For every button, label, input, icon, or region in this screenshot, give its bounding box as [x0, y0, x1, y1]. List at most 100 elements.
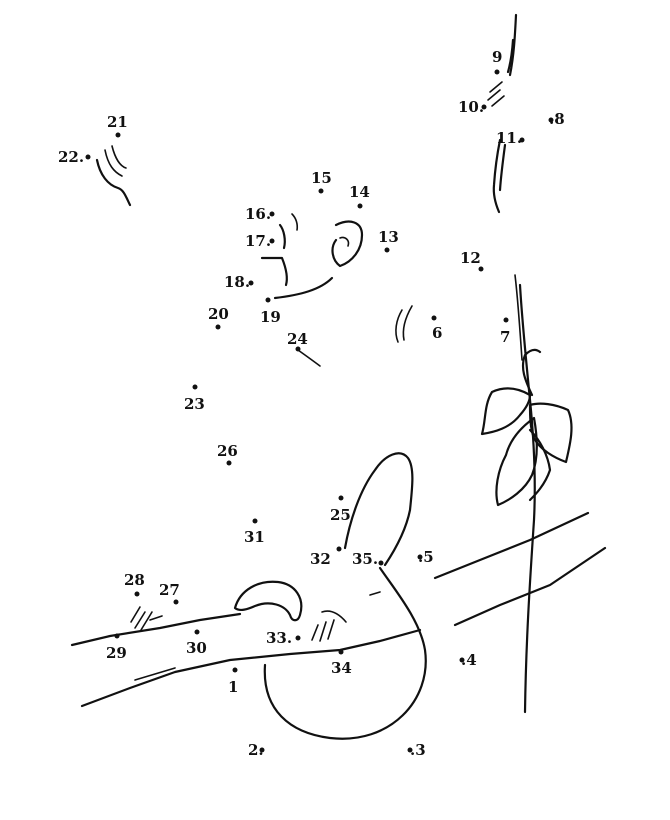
dot-label: 31 — [244, 528, 265, 546]
dot-label: 29 — [106, 644, 127, 662]
dot-marker — [336, 546, 342, 552]
dot-label: 28 — [124, 571, 145, 589]
dot-marker — [548, 117, 554, 123]
dot-label: .8 — [549, 110, 565, 128]
dot-point-5: .5 — [417, 548, 434, 566]
dot-marker — [252, 518, 258, 524]
dot-label: .3 — [410, 741, 426, 759]
dot-marker — [494, 69, 500, 75]
dot-marker — [481, 104, 487, 110]
dot-marker — [478, 266, 484, 272]
dot-marker — [173, 599, 179, 605]
dot-point-1: 1 — [228, 667, 238, 696]
dot-marker — [338, 649, 344, 655]
dot-marker — [338, 495, 344, 501]
dot-point-10: 10. — [458, 98, 487, 116]
dot-label: 24 — [287, 330, 308, 348]
dot-label: 21 — [107, 113, 128, 131]
dot-point-16: 16. — [245, 205, 275, 223]
dot-point-14: 14 — [349, 183, 370, 209]
dot-label: 15 — [311, 169, 332, 187]
dot-marker — [114, 633, 120, 639]
dot-label: 7 — [500, 328, 510, 346]
dot-label: 13 — [378, 228, 399, 246]
dot-marker — [378, 560, 384, 566]
dot-marker — [407, 747, 413, 753]
dot-point-3: .3 — [407, 741, 426, 759]
dot-point-34: 34 — [331, 649, 352, 677]
sloth-body-drawing — [130, 452, 427, 740]
sloth-head-drawing — [260, 213, 413, 367]
line-art — [70, 13, 607, 740]
dot-marker — [384, 247, 390, 253]
dot-label: 19 — [260, 308, 281, 326]
dot-label: 35. — [352, 550, 378, 568]
dot-marker — [192, 384, 198, 390]
dot-label: 22. — [58, 148, 84, 166]
dot-marker — [115, 132, 121, 138]
dot-point-35: 35. — [352, 550, 384, 568]
branch-drawing — [70, 511, 607, 708]
dot-label: 20 — [208, 305, 229, 323]
numbered-dots: 1 2. .3 .4 .5 6 7 .8 — [58, 48, 565, 759]
dot-marker — [357, 203, 363, 209]
dot-marker — [85, 154, 91, 160]
dot-label: 12 — [460, 249, 481, 267]
dot-label: 9 — [492, 48, 502, 66]
dot-label: 18. — [224, 273, 250, 291]
dot-label: 23 — [184, 395, 205, 413]
dot-label: 32 — [310, 550, 331, 568]
dot-label: 25 — [330, 506, 351, 524]
dot-label: .5 — [418, 548, 434, 566]
dot-marker — [269, 238, 275, 244]
dot-marker — [232, 667, 238, 673]
dot-point-9: 9 — [492, 48, 502, 75]
dot-marker — [248, 280, 254, 286]
dot-point-30: 30 — [186, 629, 207, 657]
dot-marker — [269, 211, 275, 217]
foot-claw-drawing — [95, 145, 132, 207]
dot-label: 11. — [496, 129, 522, 147]
dot-label: 27 — [159, 581, 180, 599]
dot-marker — [226, 460, 232, 466]
dot-point-22: 22. — [58, 148, 91, 166]
dot-point-15: 15 — [311, 169, 332, 194]
dot-point-19: 19 — [260, 297, 281, 326]
dot-point-26: 26 — [217, 442, 238, 466]
dot-point-18: 18. — [224, 273, 254, 291]
dot-marker — [417, 554, 423, 560]
dot-label: 30 — [186, 639, 207, 657]
dot-point-32: 32 — [310, 546, 342, 568]
dot-point-33: 33. — [266, 629, 301, 647]
dot-label: 14 — [349, 183, 370, 201]
dot-point-27: 27 — [159, 581, 180, 605]
dot-marker — [259, 747, 265, 753]
dot-point-20: 20 — [208, 305, 229, 330]
dot-point-2: 2. — [248, 741, 265, 759]
dot-marker — [519, 137, 525, 143]
dot-marker — [459, 657, 465, 663]
dot-marker — [215, 324, 221, 330]
dot-point-6: 6 — [431, 315, 442, 342]
dot-point-25: 25 — [330, 495, 351, 524]
dot-label: 1 — [228, 678, 238, 696]
dot-point-7: 7 — [500, 317, 510, 346]
dot-marker — [194, 629, 200, 635]
dot-marker — [431, 315, 437, 321]
dot-point-4: .4 — [459, 651, 477, 669]
dot-marker — [295, 635, 301, 641]
dot-point-17: 17. — [245, 232, 275, 250]
dot-marker — [295, 346, 301, 352]
dot-label: 2. — [248, 741, 264, 759]
dot-label: 17. — [245, 232, 271, 250]
dot-point-28: 28 — [124, 571, 145, 597]
dot-label: 10. — [458, 98, 484, 116]
dot-point-13: 13 — [378, 228, 399, 253]
dot-label: 6 — [432, 324, 442, 342]
dot-point-31: 31 — [244, 518, 265, 546]
dot-label: .4 — [461, 651, 477, 669]
dot-label: 26 — [217, 442, 238, 460]
right-vine-drawing — [480, 274, 573, 714]
dot-point-12: 12 — [460, 249, 484, 272]
